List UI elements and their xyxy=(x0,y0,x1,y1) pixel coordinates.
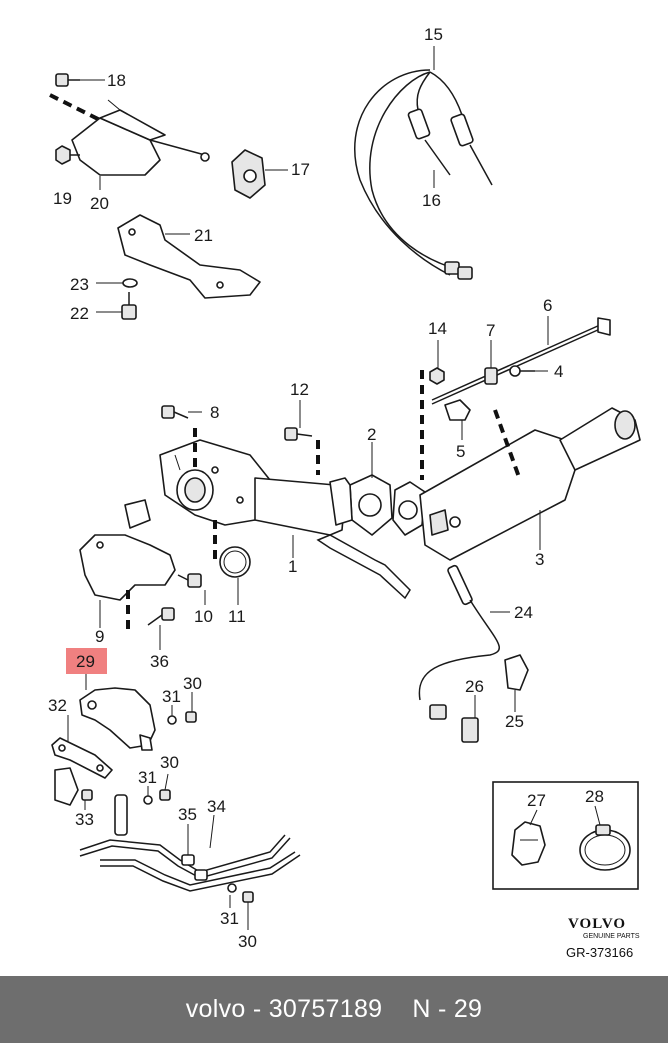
callout-1: 1 xyxy=(288,557,297,576)
washer-31c xyxy=(227,883,237,893)
washer-4 xyxy=(509,365,535,377)
washer-31a xyxy=(167,715,177,725)
gasket-2b xyxy=(329,477,426,536)
callout-9: 9 xyxy=(95,627,104,646)
pressure-sensor-29 xyxy=(79,687,156,751)
catalytic-converter-1 xyxy=(124,439,346,536)
pressure-pipes-34 xyxy=(79,794,301,892)
callout-22: 22 xyxy=(70,304,89,323)
callout-31a: 31 xyxy=(162,687,181,706)
washer-31b xyxy=(143,795,153,805)
callout-7: 7 xyxy=(486,321,495,340)
callout-21: 21 xyxy=(194,226,213,245)
callout-19: 19 xyxy=(53,189,72,208)
bolt-8 xyxy=(161,405,189,419)
callout-6: 6 xyxy=(543,296,552,315)
bolt-33 xyxy=(81,789,93,801)
callout-24: 24 xyxy=(514,603,533,622)
washer-23 xyxy=(122,278,138,288)
bracket-32 xyxy=(51,737,113,806)
callout-8: 8 xyxy=(210,403,219,422)
callout-12: 12 xyxy=(290,380,309,399)
bracket-assembly-20 xyxy=(49,93,210,176)
callout-4: 4 xyxy=(554,362,563,381)
clip-25 xyxy=(504,654,529,691)
callout-5: 5 xyxy=(456,442,465,461)
leader-lines xyxy=(67,46,601,930)
logo-text: VOLVO xyxy=(568,916,626,932)
callout-15: 15 xyxy=(424,25,443,44)
bolt-22 xyxy=(121,292,137,320)
callout-30c: 30 xyxy=(238,932,257,951)
temperature-sensor-24 xyxy=(418,564,500,743)
bolt-30c xyxy=(242,891,254,903)
rubber-mount-17 xyxy=(231,149,266,199)
footer-bar: volvo - 30757189 N - 29 xyxy=(0,976,668,1043)
gasket-2 xyxy=(349,474,393,536)
lambda-sensor-cables xyxy=(354,69,493,280)
hanger-bar xyxy=(316,534,411,600)
footer-part-number: volvo - 30757189 xyxy=(185,995,383,1023)
hanger-rod-6 xyxy=(431,317,611,405)
callout-30a: 30 xyxy=(183,674,202,693)
callout-2: 2 xyxy=(367,425,376,444)
gasket-11 xyxy=(219,546,251,578)
callout-35: 35 xyxy=(178,805,197,824)
logo-subtext: GENUINE PARTS xyxy=(583,933,640,940)
bolt-18 xyxy=(55,73,80,87)
callout-23: 23 xyxy=(70,275,89,294)
callout-33: 33 xyxy=(75,810,94,829)
callout-34: 34 xyxy=(207,797,226,816)
callout-3: 3 xyxy=(535,550,544,569)
callout-17: 17 xyxy=(291,160,310,179)
reference-number: GR-373166 xyxy=(566,945,633,960)
callout-14: 14 xyxy=(428,319,447,338)
bolt-36 xyxy=(147,607,175,626)
callout-29: 29 xyxy=(76,652,95,671)
heat-shield-9 xyxy=(79,534,176,601)
callout-25: 25 xyxy=(505,712,524,731)
callout-labels: 18 19 20 17 21 23 22 15 16 6 7 14 4 5 12… xyxy=(48,25,604,951)
callout-31b: 31 xyxy=(138,768,157,787)
muffler-3 xyxy=(419,407,641,561)
footer-position: N - 29 xyxy=(412,995,483,1023)
bolt-30b xyxy=(159,789,171,801)
callout-32: 32 xyxy=(48,696,67,715)
callout-30b: 30 xyxy=(160,753,179,772)
volvo-logo: VOLVO GENUINE PARTS xyxy=(568,916,640,940)
bolt-30a xyxy=(185,711,197,723)
callout-28: 28 xyxy=(585,787,604,806)
callout-31c: 31 xyxy=(220,909,239,928)
highlight-box-29 xyxy=(66,648,107,674)
bolt-12 xyxy=(284,427,313,441)
exhaust-parts-diagram: 18 19 20 17 21 23 22 15 16 6 7 14 4 5 12… xyxy=(48,25,641,960)
callout-27: 27 xyxy=(527,791,546,810)
clip-5 xyxy=(444,399,471,421)
callout-26: 26 xyxy=(465,677,484,696)
callout-20: 20 xyxy=(90,194,109,213)
callout-36: 36 xyxy=(150,652,169,671)
clamp-inset-box xyxy=(492,781,639,890)
callout-10: 10 xyxy=(194,607,213,626)
nut-14 xyxy=(429,367,445,385)
bolt-10 xyxy=(177,573,202,588)
callout-18: 18 xyxy=(107,71,126,90)
callout-16: 16 xyxy=(422,191,441,210)
support-bracket-21 xyxy=(117,214,261,299)
callout-11: 11 xyxy=(228,607,246,626)
